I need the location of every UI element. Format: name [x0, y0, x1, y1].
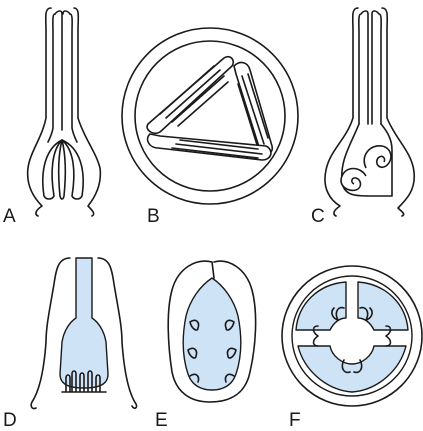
panel-c-ovule-left	[341, 169, 366, 191]
panel-a-label: A	[3, 206, 16, 227]
panel-a-style-center	[55, 11, 70, 130]
panel-b-outer-wall	[122, 28, 298, 204]
panel-e-label: E	[155, 410, 168, 431]
panel-c-ovule-right	[364, 146, 391, 168]
panel-b-label: B	[147, 206, 160, 227]
panel-d-illustration	[31, 258, 136, 409]
panel-d-cavity	[60, 258, 108, 388]
panel-c-outer-wall	[325, 8, 414, 216]
panel-b-illustration	[122, 28, 298, 204]
panel-b-septum-upper-left	[147, 57, 233, 134]
panel-e-cavity	[183, 278, 241, 390]
panel-d-label: D	[3, 410, 17, 431]
panel-a-outer-wall	[28, 8, 101, 216]
panel-e-illustration	[168, 261, 255, 402]
panel-f-label: F	[289, 410, 301, 431]
panel-c-styles	[359, 11, 381, 124]
panel-a-placenta-lines	[43, 140, 83, 199]
panel-a-style-left	[48, 14, 55, 142]
panel-a-illustration	[28, 8, 101, 216]
panel-c-label: C	[311, 206, 325, 227]
panel-f-illustration	[282, 266, 422, 406]
panel-a-style-right	[70, 14, 77, 142]
panel-b-septum-bottom	[148, 134, 271, 160]
panel-c-illustration	[325, 8, 414, 216]
